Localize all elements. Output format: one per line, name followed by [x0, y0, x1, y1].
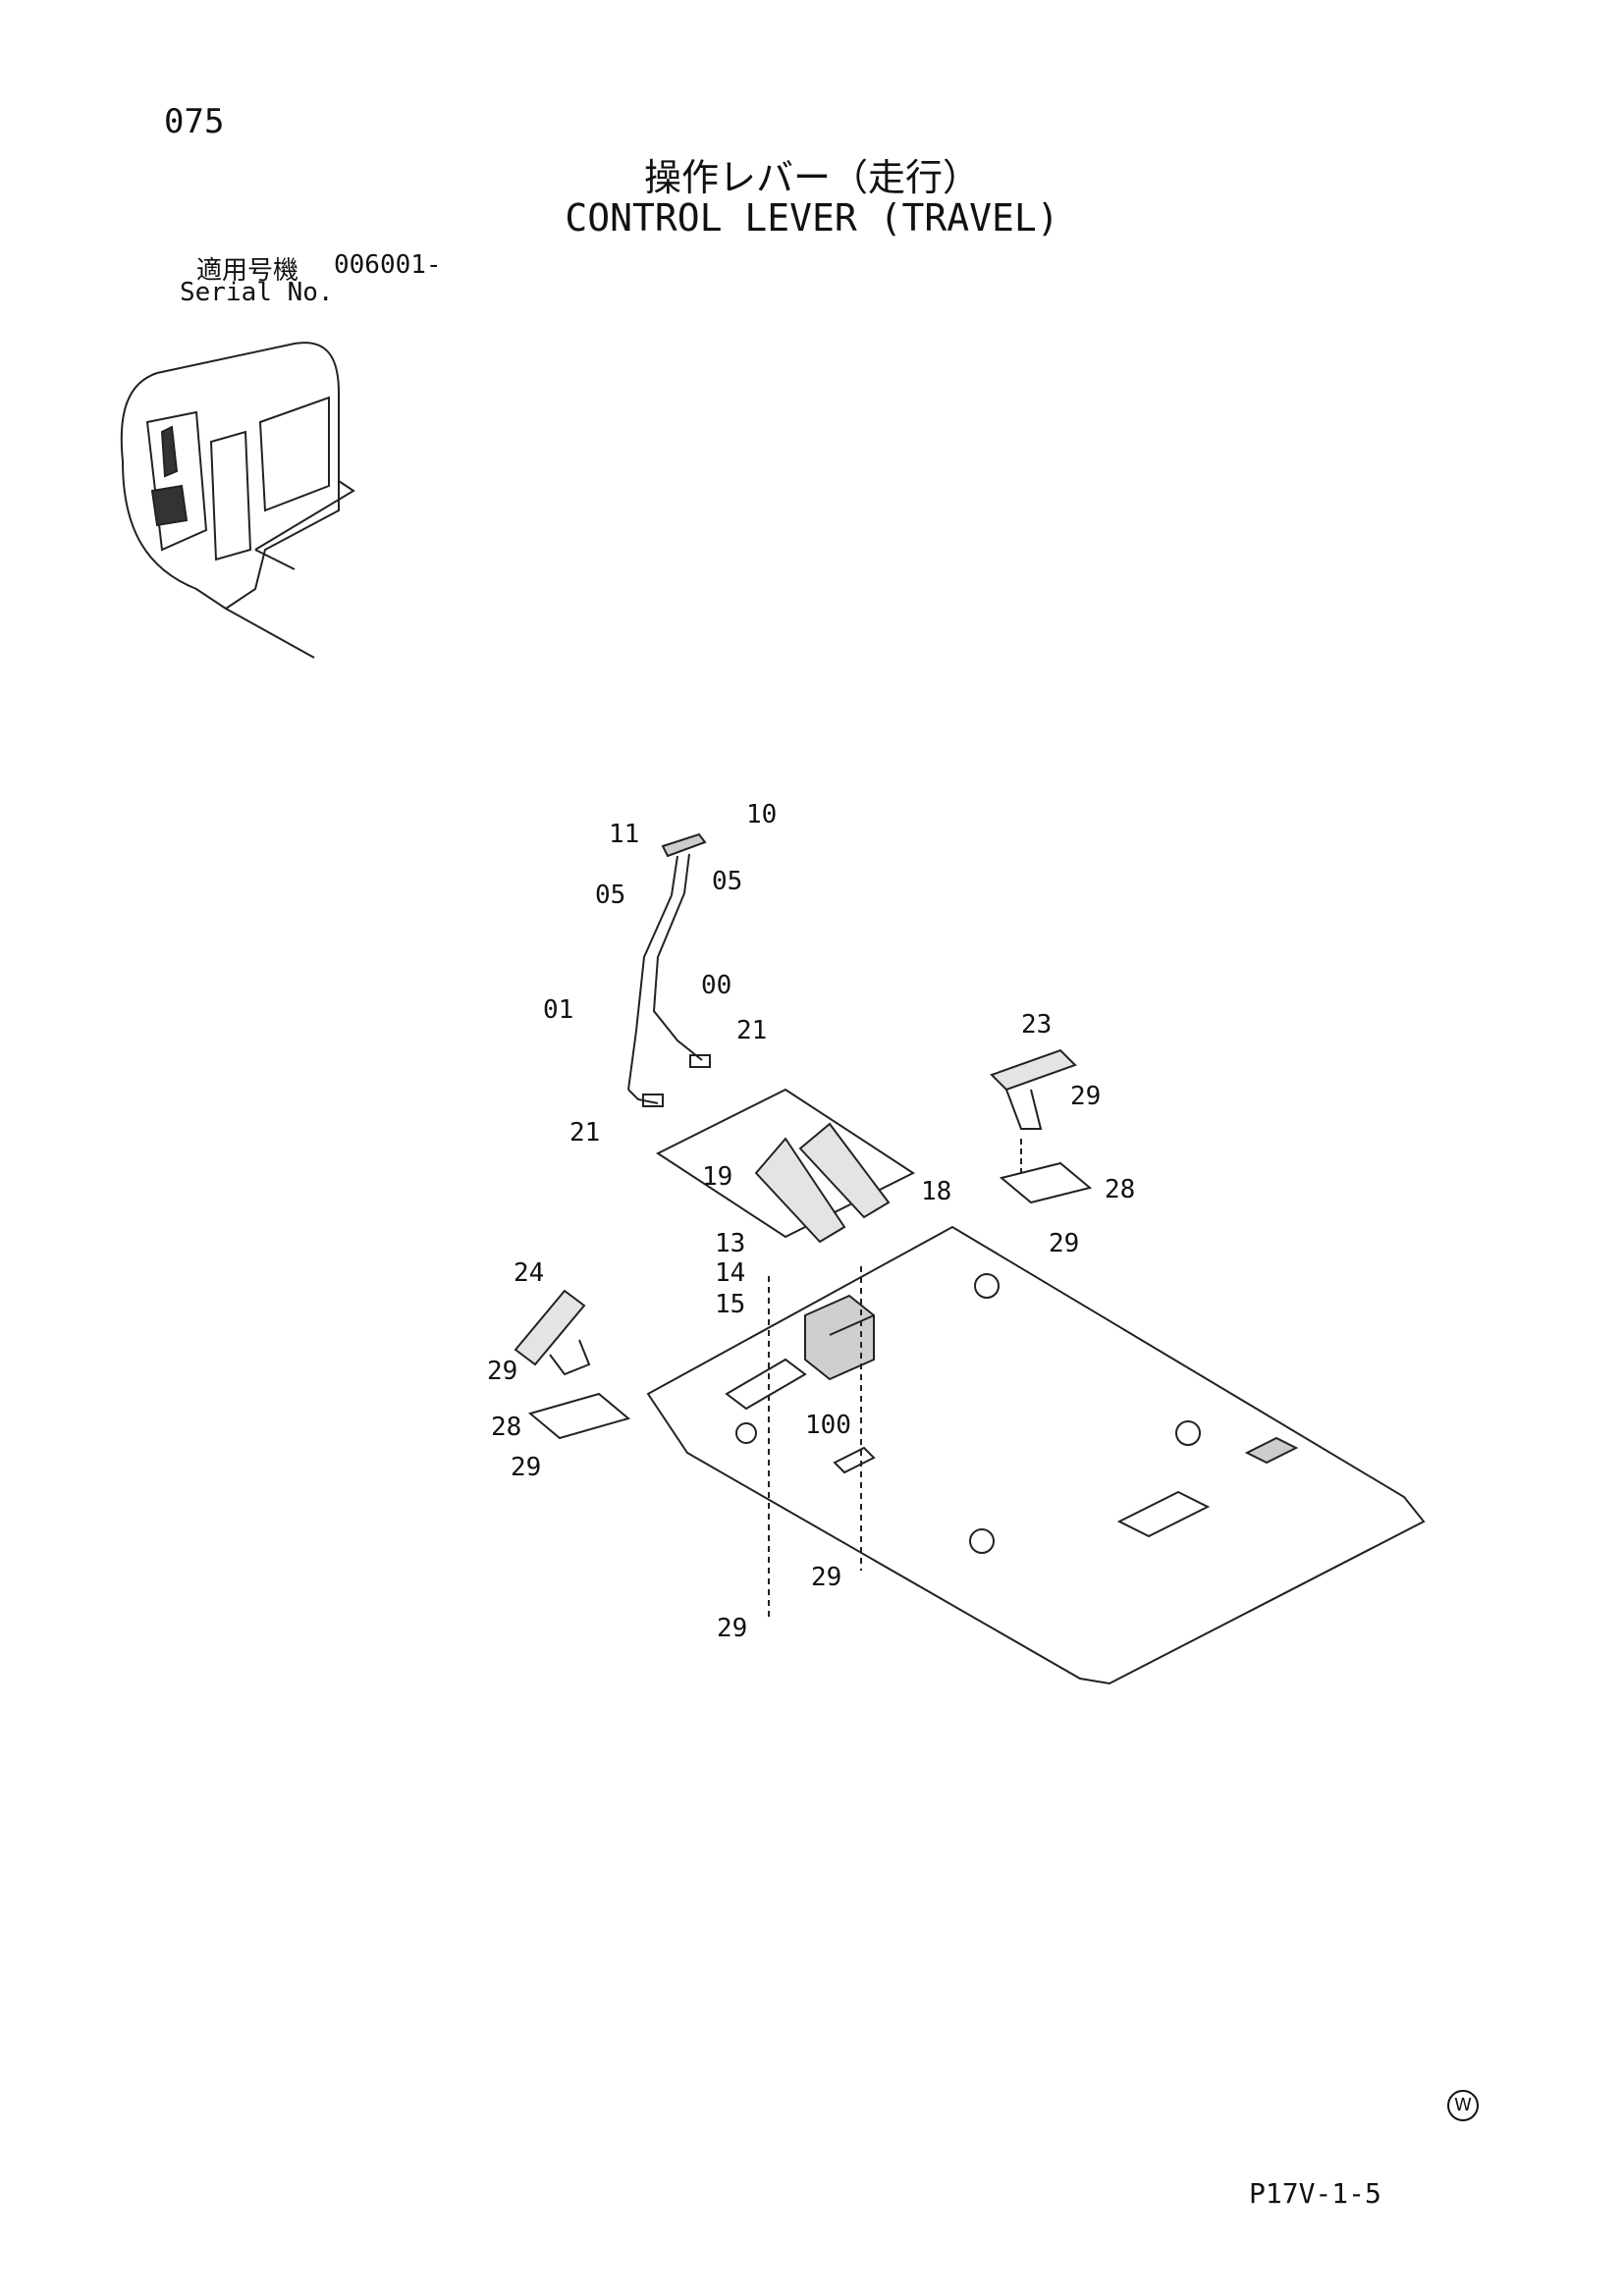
page-number: 075 [164, 102, 225, 141]
page-title-english: CONTROL LEVER (TRAVEL) [565, 196, 1059, 240]
w-mark-icon: W [1447, 2090, 1479, 2121]
page-title-japanese: 操作レバー（走行） [643, 156, 980, 199]
callout-05-left: 05 [595, 881, 625, 910]
callout-21-lower: 21 [569, 1118, 600, 1148]
serial-label-english: Serial No. [180, 278, 334, 307]
drawing-code: P17V-1-5 [1249, 2177, 1381, 2210]
callout-29-bottom-right: 29 [811, 1563, 841, 1592]
callout-29-lower-left: 29 [511, 1453, 541, 1482]
callout-21-upper: 21 [736, 1016, 767, 1045]
travel-lever-assembly [627, 832, 711, 1107]
callout-23: 23 [1021, 1010, 1052, 1040]
fastener-lines [768, 1266, 862, 1620]
cab-location-thumbnail [120, 342, 355, 659]
callout-29-bottom: 29 [717, 1614, 747, 1643]
callout-28-right: 28 [1105, 1175, 1135, 1204]
callout-01: 01 [543, 995, 573, 1025]
callout-13: 13 [715, 1229, 745, 1258]
callout-100: 100 [805, 1411, 851, 1440]
callout-10: 10 [746, 800, 777, 829]
callout-29-top-right: 29 [1070, 1082, 1101, 1111]
callout-15: 15 [715, 1290, 745, 1319]
left-foot-pedal [514, 1289, 631, 1440]
pilot-valve-100 [804, 1294, 875, 1381]
cab-floor-plate [646, 1225, 1426, 1685]
serial-label-japanese: 適用号機 [196, 256, 299, 286]
callout-00: 00 [701, 971, 731, 1000]
callout-24: 24 [514, 1258, 544, 1288]
callout-19: 19 [702, 1162, 732, 1192]
callout-11: 11 [609, 820, 639, 849]
callout-29-left: 29 [487, 1357, 517, 1386]
callout-29-right: 29 [1049, 1229, 1079, 1258]
callout-28-left: 28 [491, 1413, 521, 1442]
serial-number-value: 006001- [334, 250, 442, 280]
callout-labels: 11 10 05 05 01 00 21 21 19 18 23 29 28 2… [487, 800, 1135, 1643]
callout-18: 18 [921, 1177, 951, 1206]
travel-pedal-pair [655, 1088, 916, 1244]
callout-14: 14 [715, 1258, 745, 1288]
callout-05-right: 05 [712, 867, 742, 896]
right-foot-pedal [990, 1048, 1093, 1204]
